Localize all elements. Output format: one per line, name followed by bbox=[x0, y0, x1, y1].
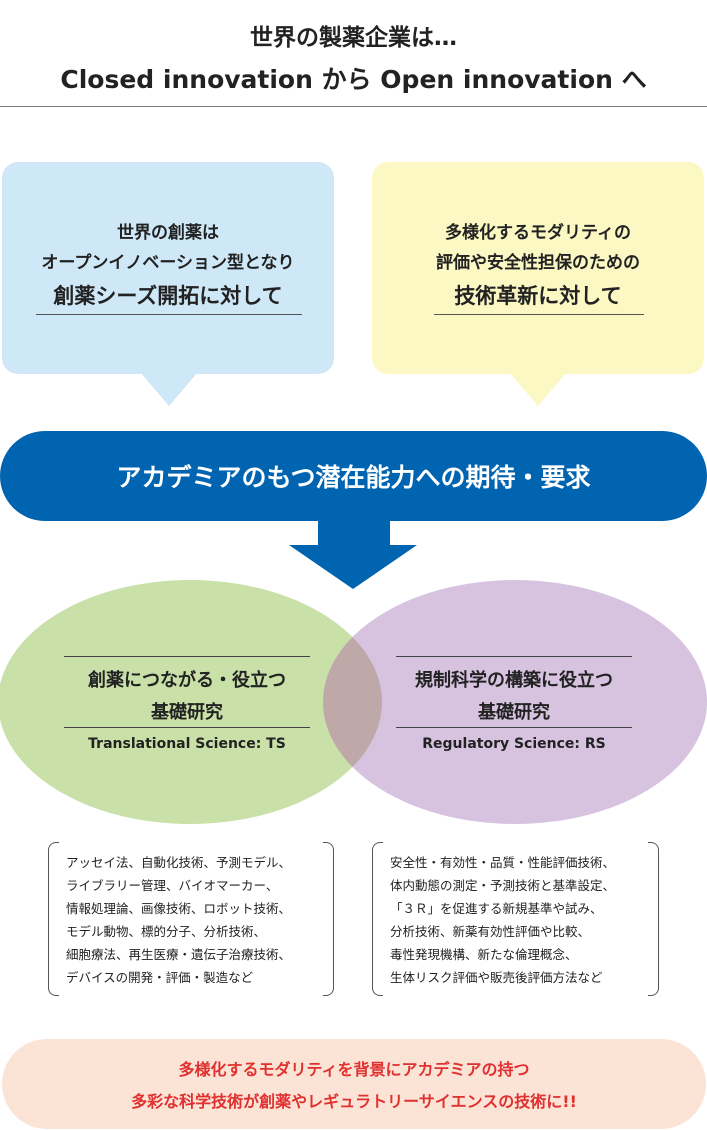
conclusion-pill: 多様化するモダリティを背景にアカデミアの持つ 多彩な科学技術が創薬やレギュラトリ… bbox=[2, 1039, 706, 1129]
rs-list-item: 体内動態の測定・予測技術と基準設定、 bbox=[390, 878, 616, 893]
bubble-right-line-1: 多様化するモダリティの bbox=[445, 223, 631, 243]
bubble-left-line-1: 世界の創薬は bbox=[117, 223, 219, 243]
bubble-left-underline bbox=[36, 314, 302, 315]
rs-list-item: 「３Ｒ」を促進する新規基準や試み、 bbox=[390, 901, 603, 916]
rs-subtitle: Regulatory Science: RS bbox=[422, 736, 606, 752]
header-divider bbox=[0, 106, 707, 107]
conclusion-line-1: 多様化するモダリティを背景にアカデミアの持つ bbox=[178, 1060, 530, 1079]
ts-technology-list: アッセイ法、自動化技術、予測モデル、 ライブラリー管理、バイオマーカー、 情報処… bbox=[48, 842, 334, 996]
bubble-modality: 多様化するモダリティの 評価や安全性担保のための 技術革新に対して bbox=[372, 162, 704, 374]
bubble-left-line-3: 創薬シーズ開拓に対して bbox=[53, 284, 283, 308]
venn-diagram bbox=[0, 580, 707, 824]
ts-mid-rule bbox=[64, 727, 310, 728]
bubble-left-tail bbox=[140, 372, 198, 406]
rs-technology-list: 安全性・有効性・品質・性能評価技術、 体内動態の測定・予測技術と基準設定、 「３… bbox=[372, 842, 659, 996]
bubble-right-tail bbox=[509, 372, 567, 406]
rs-title-2: 基礎研究 bbox=[478, 702, 550, 723]
ts-list-item: アッセイ法、自動化技術、予測モデル、 bbox=[66, 855, 292, 870]
rs-list-item: 分析技術、新薬有効性評価や比較、 bbox=[390, 924, 591, 939]
ts-subtitle: Translational Science: TS bbox=[88, 736, 286, 752]
down-arrow-shaft bbox=[318, 521, 390, 545]
ts-title-2: 基礎研究 bbox=[151, 702, 223, 723]
rs-label-block: 規制科学の構築に役立つ 基礎研究 Regulatory Science: RS bbox=[396, 656, 632, 756]
header-title-line-1: 世界の製薬企業は… bbox=[250, 25, 457, 51]
header-title-line-2: Closed innovation から Open innovation へ bbox=[60, 65, 647, 94]
conclusion-line-2: 多彩な科学技術が創薬やレギュラトリーサイエンスの技術に!! bbox=[131, 1092, 577, 1111]
ts-list-item: ライブラリー管理、バイオマーカー、 bbox=[66, 878, 279, 893]
rs-list-item: 生体リスク評価や販売後評価方法など bbox=[390, 970, 603, 985]
expectation-banner: アカデミアのもつ潜在能力への期待・要求 bbox=[0, 431, 707, 521]
rs-top-rule bbox=[396, 656, 632, 657]
rs-title-1: 規制科学の構築に役立つ bbox=[415, 670, 613, 691]
down-arrow-icon bbox=[289, 545, 417, 589]
rs-list-item: 毒性発現機構、新たな倫理概念、 bbox=[390, 947, 578, 962]
ts-list-item: 情報処理論、画像技術、ロボット技術、 bbox=[66, 901, 292, 916]
ts-list-item: デバイスの開発・評価・製造など bbox=[66, 970, 254, 985]
ts-top-rule bbox=[64, 656, 310, 657]
bubble-right-line-2: 評価や安全性担保のための bbox=[436, 253, 640, 273]
bubble-left-line-2: オープンイノベーション型となり bbox=[41, 253, 295, 273]
venn-circle-ts bbox=[0, 580, 382, 824]
ts-label-block: 創薬につながる・役立つ 基礎研究 Translational Science: … bbox=[64, 656, 310, 756]
bubble-right-line-3: 技術革新に対して bbox=[454, 284, 622, 308]
banner-text: アカデミアのもつ潜在能力への期待・要求 bbox=[116, 463, 591, 492]
ts-title-1: 創薬につながる・役立つ bbox=[88, 670, 286, 691]
rs-list-item: 安全性・有効性・品質・性能評価技術、 bbox=[390, 855, 616, 870]
venn-circle-rs bbox=[323, 580, 707, 824]
bubble-right-underline bbox=[434, 314, 644, 315]
ts-list-item: 細胞療法、再生医療・遺伝子治療技術、 bbox=[66, 947, 292, 962]
ts-list-item: モデル動物、標的分子、分析技術、 bbox=[66, 924, 267, 939]
rs-mid-rule bbox=[396, 727, 632, 728]
bubble-drug-discovery: 世界の創薬は オープンイノベーション型となり 創薬シーズ開拓に対して bbox=[2, 162, 334, 374]
